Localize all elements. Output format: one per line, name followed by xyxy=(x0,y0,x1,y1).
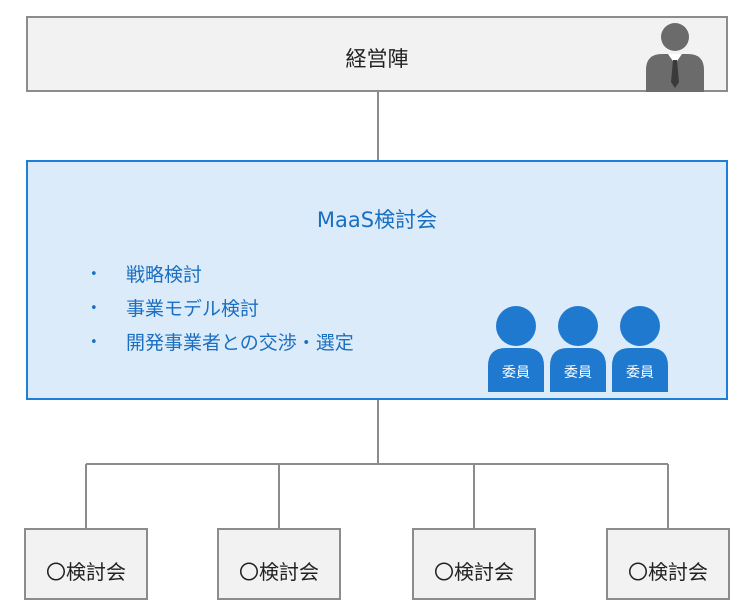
subcommittee-box: 〇検討会 xyxy=(24,528,148,600)
task-item: • 開発事業者との交渉・選定 xyxy=(90,326,354,360)
task-list: • 戦略検討 • 事業モデル検討 • 開発事業者との交渉・選定 xyxy=(90,258,354,360)
task-item: • 事業モデル検討 xyxy=(90,292,354,326)
person-icon xyxy=(550,306,606,392)
bullet-icon: • xyxy=(90,267,98,282)
member-label: 委員 xyxy=(626,365,654,381)
subcommittee-label: 〇検討会 xyxy=(434,560,514,584)
member: 委員 xyxy=(486,304,546,392)
bullet-icon: • xyxy=(90,335,98,350)
management-label: 経営陣 xyxy=(345,47,409,71)
subcommittee-label: 〇検討会 xyxy=(239,560,319,584)
maas-council-box: MaaS検討会 • 戦略検討 • 事業モデル検討 • 開発事業者との交渉・選定 … xyxy=(26,160,728,400)
businessman-icon xyxy=(646,23,704,92)
member-label: 委員 xyxy=(564,365,592,381)
bullet-icon: • xyxy=(90,301,98,316)
task-label: 開発事業者との交渉・選定 xyxy=(126,332,354,354)
subcommittee-label: 〇検討会 xyxy=(628,560,708,584)
management-box: 経営陣 xyxy=(26,16,728,92)
task-item: • 戦略検討 xyxy=(90,258,354,292)
subcommittee-box: 〇検討会 xyxy=(217,528,341,600)
person-icon xyxy=(488,306,544,392)
task-label: 戦略検討 xyxy=(126,264,203,286)
member: 委員 xyxy=(610,304,670,392)
council-title: MaaS検討会 xyxy=(316,208,438,232)
subcommittee-label: 〇検討会 xyxy=(46,560,126,584)
task-label: 事業モデル検討 xyxy=(126,298,260,320)
member: 委員 xyxy=(548,304,608,392)
member-group: 委員 委員 委員 xyxy=(486,304,672,392)
subcommittee-box: 〇検討会 xyxy=(412,528,536,600)
member-label: 委員 xyxy=(502,365,530,381)
subcommittee-box: 〇検討会 xyxy=(606,528,730,600)
person-icon xyxy=(612,306,668,392)
